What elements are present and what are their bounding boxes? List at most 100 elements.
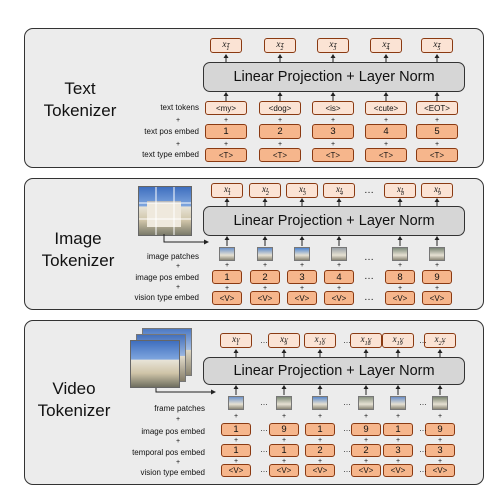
video-plus-a-4: + [395,413,401,420]
video-plus-b-1: + [281,437,287,444]
video-plus-c-2: + [317,458,323,465]
video-image-pos-label: image pos embed [141,427,205,436]
video-type-5: <V> [425,464,455,477]
video-patch-2 [312,396,328,410]
image-out-arrow-3-head [336,198,342,202]
text-type-1: <T> [259,148,301,162]
video-temporal-3: 2 [351,444,381,457]
video-temporal-5: 3 [425,444,455,457]
video-plus-c-0: + [233,458,239,465]
video-patch-0 [228,396,244,410]
image-patch-4 [392,247,408,261]
video-temporal-1: 1 [269,444,299,457]
text-out-arrow-2-head [330,54,336,58]
text-title-line2: Tokenizer [43,101,117,120]
image-in-arrow-3-head [336,236,342,240]
image-in-arrow-5-head [434,236,440,240]
image-title-line2: Tokenizer [41,251,115,270]
video-ellipsis-1-3: … [343,445,351,454]
video-plus-label-3: + [175,459,181,466]
image-type-1: <V> [250,291,280,305]
text-pos-3: 4 [365,124,407,139]
image-to-patches-arrow-head [204,239,209,245]
image-plus-a-1: + [262,262,268,269]
text-plus-label-2: + [175,141,181,148]
image-patch-1 [257,247,273,261]
frames-to-patches-arrow-head [211,389,216,395]
image-type-5: <V> [422,291,452,305]
image-plus-b-5: + [434,285,440,292]
text-pos-0: 1 [205,124,247,139]
text-tokenizer-title: Text Tokenizer [32,78,128,122]
text-pos-1: 2 [259,124,301,139]
image-plus-a-5: + [434,262,440,269]
image-type-3: <V> [324,291,354,305]
image-plus-a-0: + [224,262,230,269]
image-in-arrow-1-head [262,236,268,240]
text-token-0: <my> [205,101,247,115]
video-plus-b-5: + [437,437,443,444]
image-out-arrow-1-head [262,198,268,202]
video-pos-0: 1 [221,423,251,436]
image-ellipsis-pos: … [364,271,374,282]
video-ellipsis-1-1: … [343,398,351,407]
video-ellipsis-2-2: … [419,424,427,433]
text-type-4: <T> [416,148,458,162]
text-plus-a-3: + [383,117,389,124]
text-out-arrow-1-head [277,54,283,58]
text-tokenizer-panel [24,28,484,168]
video-plus-c-5: + [437,458,443,465]
text-type-embed-label: text type embed [142,150,199,159]
video-out-arrow-5-head [437,349,443,353]
text-pos-4: 5 [416,124,458,139]
video-plus-a-0: + [233,413,239,420]
video-plus-b-0: + [233,437,239,444]
image-plus-a-3: + [336,262,342,269]
image-plus-b-1: + [262,285,268,292]
video-ellipsis-2-3: … [419,445,427,454]
video-ellipsis-1-4: … [343,465,351,474]
text-out-arrow-3-head [383,54,389,58]
video-pos-3: 9 [351,423,381,436]
video-tokenizer-title: Video Tokenizer [26,378,122,422]
video-ellipsis-0-3: … [260,445,268,454]
image-pos-5: 9 [422,270,452,284]
image-plus-b-4: + [397,285,403,292]
image-pos-3: 4 [324,270,354,284]
image-in-arrow-0-head [224,236,230,240]
image-type-0: <V> [212,291,242,305]
video-in-arrow-1-head [281,385,287,389]
video-type-0: <V> [221,464,251,477]
video-plus-b-3: + [363,437,369,444]
image-out-arrow-2-head [299,198,305,202]
video-out-arrow-0-head [233,349,239,353]
video-patch-3 [358,396,374,410]
image-in-arrow-4-head [397,236,403,240]
image-to-patches-arrow [163,234,205,243]
video-in-arrow-5-head [437,385,443,389]
video-patch-1 [276,396,292,410]
text-in-arrow-2-head [330,92,336,96]
text-projection-bar: Linear Projection + Layer Norm [203,62,465,92]
image-plus-b-0: + [224,285,230,292]
image-out-arrow-0-head [224,198,230,202]
text-token-2: <is> [312,101,354,115]
video-ellipsis-1-0: … [343,336,351,345]
video-plus-a-2: + [317,413,323,420]
text-plus-a-0: + [223,117,229,124]
video-pos-2: 1 [305,423,335,436]
video-type-3: <V> [351,464,381,477]
image-tokenizer-panel [24,178,484,310]
video-plus-c-3: + [363,458,369,465]
video-in-arrow-4-head [395,385,401,389]
image-plus-a-2: + [299,262,305,269]
video-patch-5 [432,396,448,410]
image-plus-label-2: + [175,284,181,291]
image-ellipsis-patch: … [364,252,374,263]
image-projection-bar: Linear Projection + Layer Norm [203,206,465,236]
